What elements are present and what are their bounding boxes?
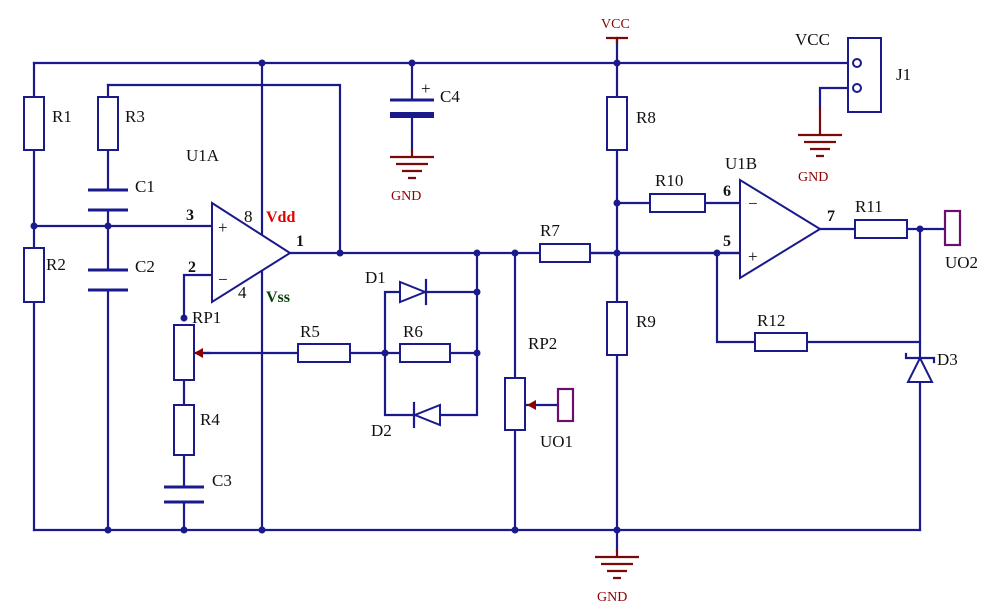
label-r3: R3 bbox=[125, 107, 145, 126]
opamp-u1b bbox=[739, 178, 822, 280]
u1a-plus-sign: + bbox=[218, 218, 228, 237]
label-r10: R10 bbox=[655, 171, 683, 190]
pin-4: 4 bbox=[238, 283, 247, 302]
pin-2: 2 bbox=[188, 259, 196, 276]
label-r11: R11 bbox=[855, 197, 883, 216]
u1a-minus-sign: − bbox=[218, 270, 228, 289]
potentiometer-rp1 bbox=[173, 324, 212, 381]
label-u1b: U1B bbox=[725, 154, 757, 173]
output-port-uo2 bbox=[943, 209, 962, 247]
pin-8: 8 bbox=[244, 207, 253, 226]
resistor-r11 bbox=[854, 219, 908, 239]
diode-d2 bbox=[412, 401, 441, 429]
resistor-r1 bbox=[23, 96, 45, 151]
vcc-symbol-top bbox=[606, 36, 628, 44]
gnd-label-bottom: GND bbox=[597, 590, 627, 605]
diode-d3 bbox=[904, 352, 936, 383]
capacitor-c2 bbox=[88, 268, 128, 292]
u1b-plus-sign: + bbox=[748, 247, 758, 266]
opamp-u1a bbox=[211, 201, 292, 304]
gnd-label-c4: GND bbox=[391, 189, 421, 204]
label-r7: R7 bbox=[540, 221, 560, 240]
label-r4: R4 bbox=[200, 410, 220, 429]
label-d1: D1 bbox=[365, 268, 386, 287]
label-j1: J1 bbox=[896, 65, 911, 84]
resistor-r7 bbox=[539, 243, 591, 263]
label-rp2: RP2 bbox=[528, 334, 557, 353]
vcc-label-j1: VCC bbox=[795, 30, 830, 49]
gnd-symbol-j1 bbox=[798, 108, 842, 158]
junctions bbox=[30, 59, 924, 534]
label-u1a: U1A bbox=[186, 146, 220, 165]
label-uo2: UO2 bbox=[945, 253, 978, 272]
label-d2: D2 bbox=[371, 421, 392, 440]
capacitor-c4 bbox=[390, 98, 434, 118]
vss-label: Vss bbox=[266, 289, 290, 306]
wires bbox=[32, 36, 947, 552]
label-c2: C2 bbox=[135, 257, 155, 276]
label-d3: D3 bbox=[937, 350, 958, 369]
pin-3: 3 bbox=[186, 207, 194, 224]
label-c3: C3 bbox=[212, 471, 232, 490]
potentiometer-rp2 bbox=[504, 377, 536, 431]
diode-d1 bbox=[399, 278, 428, 306]
connector-j1 bbox=[847, 37, 882, 113]
resistor-r9 bbox=[606, 301, 628, 356]
resistor-r10 bbox=[649, 193, 706, 213]
pin-1: 1 bbox=[296, 233, 304, 250]
vcc-label-top: VCC bbox=[601, 17, 630, 32]
u1b-minus-sign: − bbox=[748, 194, 758, 213]
resistor-r6 bbox=[399, 343, 451, 363]
label-r12: R12 bbox=[757, 311, 785, 330]
resistor-r4 bbox=[173, 404, 195, 456]
label-c1: C1 bbox=[135, 177, 155, 196]
gnd-symbol-c4 bbox=[390, 150, 434, 180]
label-r8: R8 bbox=[636, 108, 656, 127]
resistor-r12 bbox=[754, 332, 808, 352]
label-r9: R9 bbox=[636, 312, 656, 331]
label-c4: C4 bbox=[440, 87, 460, 106]
capacitor-c3 bbox=[164, 485, 204, 504]
label-r2: R2 bbox=[46, 255, 66, 274]
capacitor-c1 bbox=[88, 188, 128, 212]
resistor-r8 bbox=[606, 96, 628, 151]
c4-plus-sign: + bbox=[421, 79, 431, 98]
pin-6: 6 bbox=[723, 183, 731, 200]
label-r1: R1 bbox=[52, 107, 72, 126]
resistor-r5 bbox=[297, 343, 351, 363]
resistor-r3 bbox=[97, 96, 119, 151]
label-r5: R5 bbox=[300, 322, 320, 341]
output-port-uo1 bbox=[556, 387, 575, 423]
pin-7: 7 bbox=[827, 208, 835, 225]
label-r6: R6 bbox=[403, 322, 423, 341]
gnd-label-j1: GND bbox=[798, 170, 828, 185]
gnd-symbol-bottom bbox=[595, 550, 639, 580]
label-rp1: RP1 bbox=[192, 308, 221, 327]
resistor-r2 bbox=[23, 247, 45, 303]
pin-5: 5 bbox=[723, 233, 731, 250]
label-uo1: UO1 bbox=[540, 432, 573, 451]
vdd-label: Vdd bbox=[266, 209, 295, 226]
